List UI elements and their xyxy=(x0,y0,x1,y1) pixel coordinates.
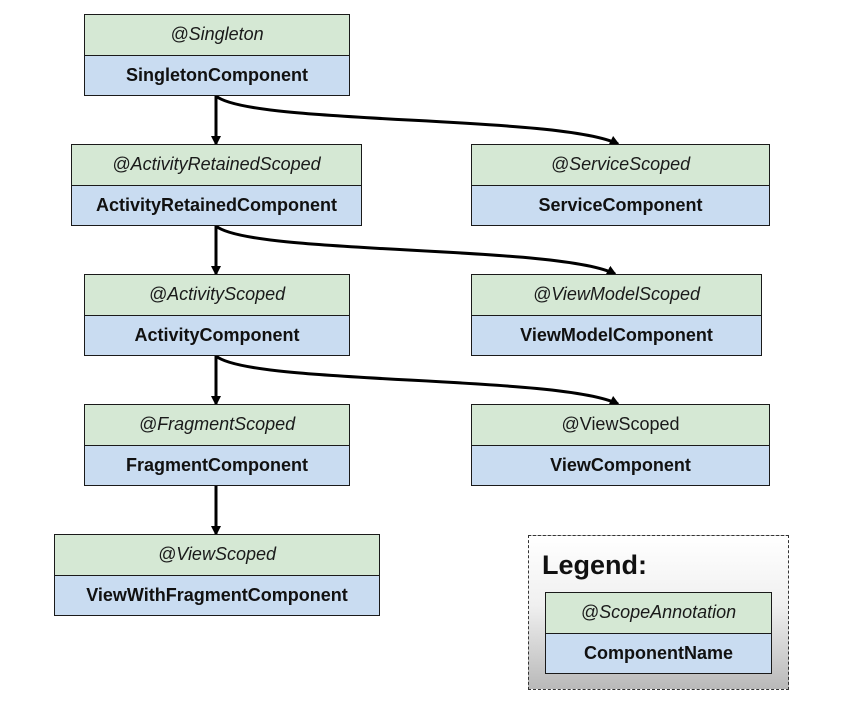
node-view: @ViewScoped ViewComponent xyxy=(471,404,770,486)
node-component-name: ActivityRetainedComponent xyxy=(72,185,361,225)
node-annotation: @Singleton xyxy=(85,15,349,56)
edge-activity-retained-to-view-model xyxy=(215,224,617,276)
legend-sample-node: @ScopeAnnotation ComponentName xyxy=(545,592,772,674)
node-annotation: @ViewScoped xyxy=(55,535,379,576)
node-component-name: SingletonComponent xyxy=(85,55,349,95)
node-service: @ServiceScoped ServiceComponent xyxy=(471,144,770,226)
node-fragment: @FragmentScoped FragmentComponent xyxy=(84,404,350,486)
edge-singleton-to-service xyxy=(215,94,620,146)
node-annotation: @ViewScoped xyxy=(472,405,769,446)
edge-activity-to-view xyxy=(215,354,620,406)
legend-annotation: @ScopeAnnotation xyxy=(546,593,771,634)
node-annotation: @FragmentScoped xyxy=(85,405,349,446)
legend-component-name: ComponentName xyxy=(546,633,771,673)
node-singleton: @Singleton SingletonComponent xyxy=(84,14,350,96)
node-component-name: FragmentComponent xyxy=(85,445,349,485)
node-annotation: @ActivityScoped xyxy=(85,275,349,316)
legend: Legend: @ScopeAnnotation ComponentName xyxy=(528,535,789,690)
node-component-name: ViewComponent xyxy=(472,445,769,485)
node-activity-retained: @ActivityRetainedScoped ActivityRetained… xyxy=(71,144,362,226)
node-component-name: ViewModelComponent xyxy=(472,315,761,355)
node-component-name: ViewWithFragmentComponent xyxy=(55,575,379,615)
node-annotation: @ViewModelScoped xyxy=(472,275,761,316)
node-view-model: @ViewModelScoped ViewModelComponent xyxy=(471,274,762,356)
node-component-name: ActivityComponent xyxy=(85,315,349,355)
node-component-name: ServiceComponent xyxy=(472,185,769,225)
node-view-with-fragment: @ViewScoped ViewWithFragmentComponent xyxy=(54,534,380,616)
node-annotation: @ActivityRetainedScoped xyxy=(72,145,361,186)
legend-title: Legend: xyxy=(542,550,647,580)
node-activity: @ActivityScoped ActivityComponent xyxy=(84,274,350,356)
node-annotation: @ServiceScoped xyxy=(472,145,769,186)
